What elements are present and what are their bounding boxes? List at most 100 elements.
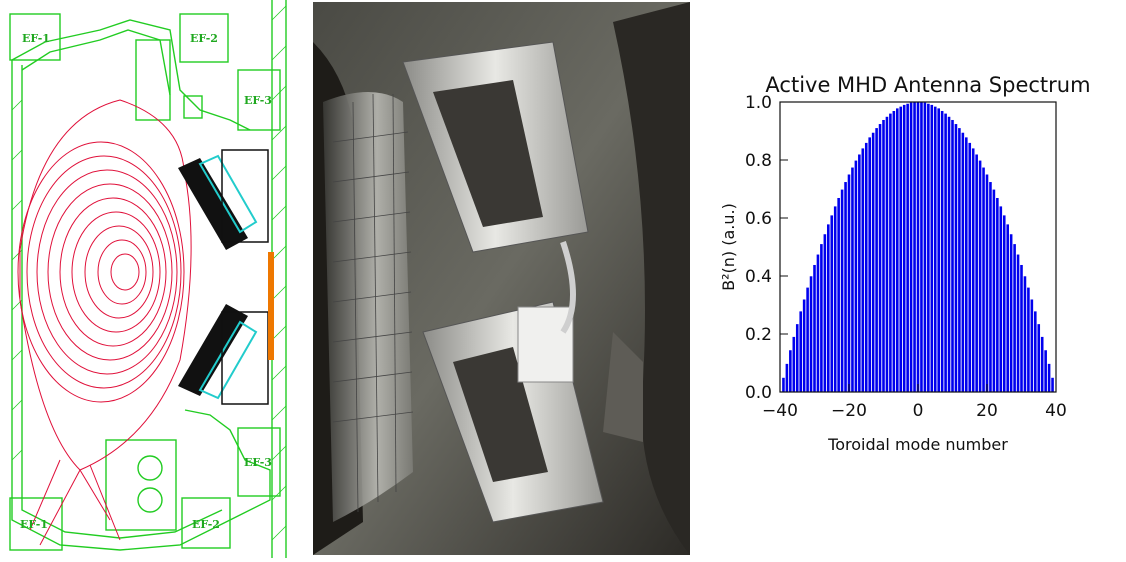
bar: [782, 377, 785, 392]
bar: [861, 148, 865, 392]
photo-illustration-svg: [313, 2, 690, 555]
bar: [816, 254, 820, 392]
bar: [1020, 264, 1023, 392]
bar: [1051, 377, 1054, 392]
bar: [954, 124, 958, 392]
ef1-top-coil-box: [9, 13, 61, 61]
bar: [930, 104, 934, 393]
y-tick-label: 0.6: [745, 209, 772, 229]
bar: [871, 132, 875, 392]
bar: [858, 154, 861, 392]
lower-antenna-opening: [453, 347, 548, 482]
bar: [889, 113, 892, 392]
cross-section-svg: EF-1 EF-2 EF-3 EF-3 EF-1 EF-2: [9, 0, 287, 558]
right-bracket: [603, 332, 643, 442]
bar: [999, 206, 1003, 392]
antenna-hardware-photo: [313, 2, 690, 555]
bar: [947, 116, 951, 392]
bar: [875, 128, 878, 392]
bar: [913, 102, 916, 392]
y-tick-label: 0.4: [745, 267, 772, 287]
upper-inner-wall: [21, 29, 171, 96]
divertor-coil-circle: [137, 487, 163, 513]
bar: [975, 154, 978, 392]
bar: [927, 103, 930, 393]
bar: [837, 197, 840, 392]
bar: [864, 142, 868, 392]
bar: [992, 189, 996, 392]
bar: [1027, 287, 1030, 392]
bar: [996, 197, 999, 392]
bar: [1016, 254, 1020, 392]
y-tick-label: 1.0: [745, 93, 772, 113]
ef2-top-coil-box: [179, 13, 229, 63]
ef1-top-label: EF-1: [22, 32, 50, 45]
bar: [1002, 215, 1006, 392]
bar: [789, 350, 792, 392]
bar: [885, 116, 889, 392]
bar: [1040, 336, 1044, 392]
bar: [802, 299, 806, 392]
lower-antenna-coil: [178, 304, 269, 405]
bar: [799, 311, 802, 392]
bar: [958, 128, 961, 392]
bar: [909, 102, 913, 392]
divertor-coil-circle: [137, 455, 163, 481]
bar: [813, 264, 816, 392]
bar: [892, 110, 896, 393]
bar: [916, 102, 920, 392]
bar: [982, 167, 985, 392]
small-upper-box: [183, 95, 203, 119]
ef3-top-coil-box: [237, 69, 281, 131]
outer-vessel-wall: [11, 60, 271, 551]
upper-antenna-coil: [178, 149, 269, 250]
bar: [844, 182, 847, 392]
bar: [937, 108, 940, 392]
bar: [820, 244, 823, 392]
bar: [1006, 224, 1009, 392]
y-tick-label: 0.0: [745, 383, 772, 403]
upper-vessel-wall: [11, 19, 251, 131]
bar: [847, 174, 851, 392]
bar: [902, 104, 906, 393]
chart-title: Active MHD Antenna Spectrum: [765, 73, 1090, 97]
bar: [989, 182, 992, 392]
bar: [1034, 311, 1037, 392]
bar: [1047, 363, 1051, 392]
bar: [944, 113, 947, 392]
ef3-bottom-label: EF-3: [244, 456, 272, 469]
bar: [785, 363, 789, 392]
ef3-top-label: EF-3: [244, 94, 272, 107]
chart-bars: [782, 102, 1054, 393]
bar: [896, 108, 899, 392]
bar: [809, 276, 813, 392]
ef3-bottom-coil-box: [237, 427, 281, 497]
bar: [882, 119, 885, 393]
bar: [1009, 234, 1013, 392]
bar: [840, 189, 844, 392]
orange-port-window: [268, 252, 274, 360]
bar: [951, 119, 954, 393]
y-axis-label: B²(n) (a.u.): [719, 203, 738, 291]
x-tick-label: −40: [762, 401, 798, 421]
bar: [961, 132, 965, 392]
x-axis-label: Toroidal mode number: [827, 435, 1008, 454]
bar: [792, 336, 796, 392]
flux-surfaces: [17, 99, 192, 546]
bar: [795, 324, 799, 392]
bar: [851, 167, 854, 392]
bar: [827, 224, 830, 392]
ef2-top-label: EF-2: [190, 32, 218, 45]
bar: [833, 206, 837, 392]
bar: [1030, 299, 1034, 392]
bar: [968, 142, 972, 392]
bar: [978, 160, 982, 392]
divertor-coil-housing: [105, 439, 177, 531]
bar: [1037, 324, 1041, 392]
x-tick-label: 0: [913, 401, 924, 421]
y-tick-label: 0.8: [745, 151, 772, 171]
upper-antenna-opening: [433, 80, 543, 227]
